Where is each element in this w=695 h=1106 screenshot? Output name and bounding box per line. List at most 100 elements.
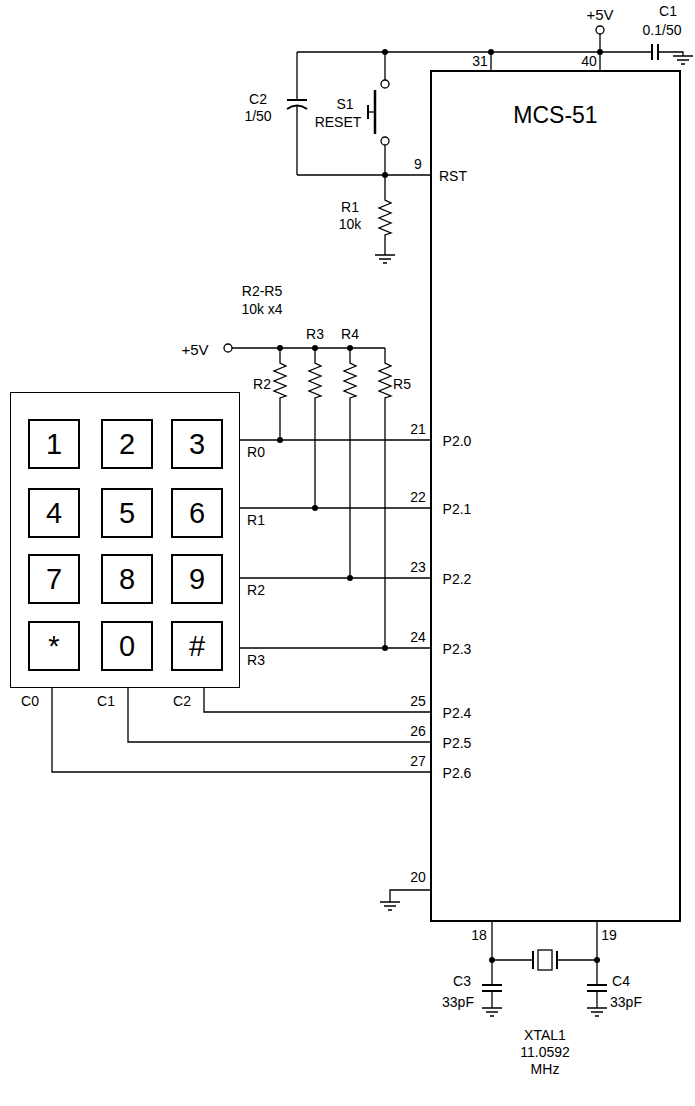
keypad-key: 7 (28, 554, 80, 604)
junction-dot (277, 49, 603, 963)
pin-number: 22 (410, 490, 426, 505)
component-label: R2-R5 (242, 284, 282, 299)
keypad-line-name: R3 (247, 653, 265, 668)
pin-number: 19 (601, 928, 617, 943)
keypad-frame: 1 2 3 4 5 6 7 8 9 * 0 # (10, 392, 240, 688)
keypad-key: # (171, 621, 223, 671)
key-legend: 1 (46, 430, 62, 459)
component-label: 10k (339, 217, 362, 232)
component-label: C4 (612, 974, 630, 989)
key-legend: 6 (189, 499, 205, 528)
keypad-key: 3 (171, 419, 223, 469)
keypad-line-name: R2 (247, 583, 265, 598)
port-wire (128, 688, 430, 742)
component-label: R4 (341, 327, 359, 342)
component-label: 1/50 (244, 109, 271, 124)
pin-number: 26 (410, 724, 426, 739)
key-legend: 4 (46, 499, 62, 528)
component-label: R2 (253, 377, 271, 392)
port-wire (52, 688, 430, 772)
pin-name: RST (439, 169, 467, 184)
key-legend: 8 (119, 565, 135, 594)
keypad-line-name: C0 (21, 694, 39, 709)
pin-number: 25 (410, 694, 426, 709)
keypad-key: 9 (171, 554, 223, 604)
keypad-line-name: C1 (97, 694, 115, 709)
component-label: 11.0592 (520, 1045, 570, 1060)
component-label: 33pF (610, 995, 642, 1010)
capacitor-symbol (287, 52, 307, 175)
keypad-line-name: C2 (173, 694, 191, 709)
pin-name: P2.3 (443, 642, 472, 657)
capacitor-symbol (652, 44, 693, 64)
capacitor-symbol (482, 985, 607, 1016)
key-legend: # (189, 632, 205, 661)
pin-name: P2.1 (443, 502, 472, 517)
key-legend: 5 (119, 499, 135, 528)
microcontroller-chip: MCS-51 (430, 70, 681, 922)
pin-number: 24 (410, 630, 426, 645)
resistor-symbol (375, 175, 395, 263)
component-label: RESET (315, 115, 362, 130)
pin-number: 21 (410, 422, 426, 437)
port-wire (204, 688, 430, 712)
keypad-key: 2 (101, 419, 153, 469)
power-pin-wire (491, 52, 600, 70)
key-legend: 7 (46, 565, 62, 594)
pin-name: P2.0 (443, 434, 472, 449)
component-label: C2 (249, 92, 267, 107)
resistor-symbol (274, 348, 391, 648)
pin-name: P2.6 (443, 766, 472, 781)
keypad-key: 6 (171, 488, 223, 538)
port-wire (240, 439, 430, 440)
pin-number: 27 (410, 754, 426, 769)
pin-number: 23 (410, 560, 426, 575)
keypad-line-name: R1 (247, 513, 265, 528)
keypad-key: 8 (101, 554, 153, 604)
keypad-line-name: R0 (247, 445, 265, 460)
component-label: XTAL1 (524, 1028, 566, 1043)
port-wire (240, 507, 430, 508)
pin-number: 31 (472, 54, 488, 69)
key-legend: 2 (119, 430, 135, 459)
reset-wire (297, 174, 430, 175)
port-wire (240, 647, 430, 648)
pin-number: 9 (414, 157, 422, 172)
component-label: MHz (531, 1062, 560, 1077)
supply-terminal (224, 344, 385, 352)
component-label: R1 (341, 200, 359, 215)
component-label: 0.1/50 (643, 23, 682, 38)
pin-number: 40 (581, 54, 597, 69)
crystal-symbol (492, 922, 597, 985)
component-label: C3 (453, 974, 471, 989)
component-label: 33pF (442, 995, 474, 1010)
pin-name: P2.4 (443, 706, 472, 721)
keypad-key: 1 (28, 419, 80, 469)
supply-terminal (596, 26, 604, 52)
keypad-key: 4 (28, 488, 80, 538)
component-label: 10k x4 (241, 302, 282, 317)
component-label: +5V (181, 342, 208, 359)
component-label: R5 (393, 377, 411, 392)
ground-wire (380, 890, 430, 910)
port-wire (240, 577, 430, 578)
key-legend: * (48, 632, 59, 661)
key-legend: 9 (189, 565, 205, 594)
pin-name: P2.2 (443, 572, 472, 587)
pushbutton-symbol (368, 52, 389, 175)
keypad-key: * (28, 621, 80, 671)
pin-number: 20 (410, 870, 426, 885)
key-legend: 3 (189, 430, 205, 459)
keypad-key: 0 (101, 621, 153, 671)
key-legend: 0 (119, 632, 135, 661)
chip-name: MCS-51 (432, 102, 679, 129)
keypad-key: 5 (101, 488, 153, 538)
component-label: C1 (659, 4, 677, 19)
component-label: S1 (336, 97, 353, 112)
pin-number: 18 (471, 928, 487, 943)
component-label: R3 (306, 327, 324, 342)
component-label: +5V (586, 7, 613, 24)
pin-name: P2.5 (443, 736, 472, 751)
